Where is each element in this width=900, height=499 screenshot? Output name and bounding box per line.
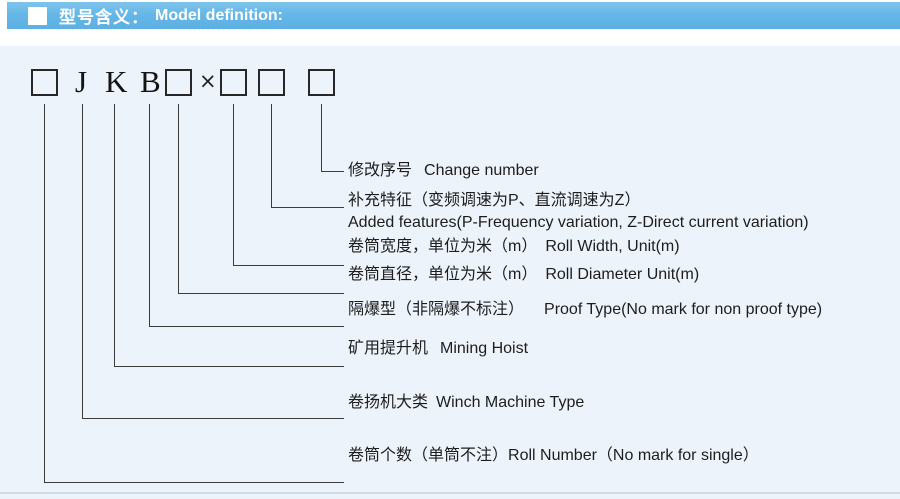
label-proof-type: 隔爆型（非隔爆不标注） Proof Type(No mark for non pr… [348, 300, 822, 320]
label-added-features-en: Added features(P-Frequency variation, Z-… [348, 214, 809, 231]
label-proof-type-zh: 隔爆型（非隔爆不标注） [348, 301, 525, 318]
connector-added-features [271, 104, 344, 208]
label-added-features: 补充特征（变频调速为P、直流调速为Z） Added features(P-Fre… [348, 190, 809, 234]
label-proof-type-en: Proof Type(No mark for non proof type) [544, 301, 823, 318]
label-mining-hoist-zh: 矿用提升机 [348, 340, 429, 357]
content-panel [0, 46, 900, 499]
bottom-divider [0, 492, 900, 494]
connector-winch-type [82, 104, 344, 419]
label-roll-number-en: Roll Number（No mark for single） [508, 447, 759, 464]
model-code-box-4 [258, 69, 285, 96]
connector-roll-diameter [178, 104, 344, 294]
label-mining-hoist-en: Mining Hoist [440, 340, 529, 357]
label-roll-width-zh: 卷筒宽度，单位为米（m） [348, 238, 538, 255]
model-code-box-5 [308, 69, 335, 96]
label-roll-diameter-zh: 卷筒直径，单位为米（m） [348, 266, 538, 283]
label-mining-hoist: 矿用提升机 Mining Hoist [348, 339, 528, 359]
model-code-box-1 [31, 69, 58, 96]
model-code-box-2 [165, 69, 192, 96]
label-roll-number-zh: 卷筒个数（单筒不注） [348, 447, 509, 464]
connector-roll-number [44, 104, 344, 483]
connector-mining-hoist [114, 104, 344, 367]
model-code-letter-k: K [105, 64, 128, 99]
label-winch-type-en: Winch Machine Type [436, 394, 585, 411]
connector-roll-width [233, 104, 344, 266]
multiply-sign: × [199, 69, 217, 93]
connector-change-number [321, 104, 344, 172]
connector-proof-type [149, 104, 344, 327]
label-winch-type: 卷扬机大类 Winch Machine Type [348, 393, 584, 413]
section-header-bar: 型号含义： Model definition: [7, 2, 900, 29]
label-change-number-en: Change number [424, 162, 539, 179]
label-roll-width: 卷筒宽度，单位为米（m） Roll Width, Unit(m) [348, 237, 680, 257]
label-change-number-zh: 修改序号 [348, 162, 413, 179]
section-title-en: Model definition: [155, 6, 283, 24]
label-roll-width-en: Roll Width, Unit(m) [545, 238, 680, 255]
white-square-icon [28, 6, 47, 25]
label-roll-diameter-en: Roll Diameter Unit(m) [545, 266, 700, 283]
label-added-features-zh: 补充特征（变频调速为P、直流调速为Z） [348, 192, 641, 209]
model-code-letter-j: J [75, 64, 88, 99]
label-roll-number: 卷筒个数（单筒不注）Roll Number（No mark for single… [348, 446, 759, 466]
model-code-box-3 [220, 69, 247, 96]
section-title-zh: 型号含义： [59, 8, 149, 27]
label-roll-diameter: 卷筒直径，单位为米（m） Roll Diameter Unit(m) [348, 265, 699, 285]
label-change-number: 修改序号 Change number [348, 161, 539, 181]
model-code-letter-b: B [140, 64, 161, 99]
label-winch-type-zh: 卷扬机大类 [348, 394, 429, 411]
